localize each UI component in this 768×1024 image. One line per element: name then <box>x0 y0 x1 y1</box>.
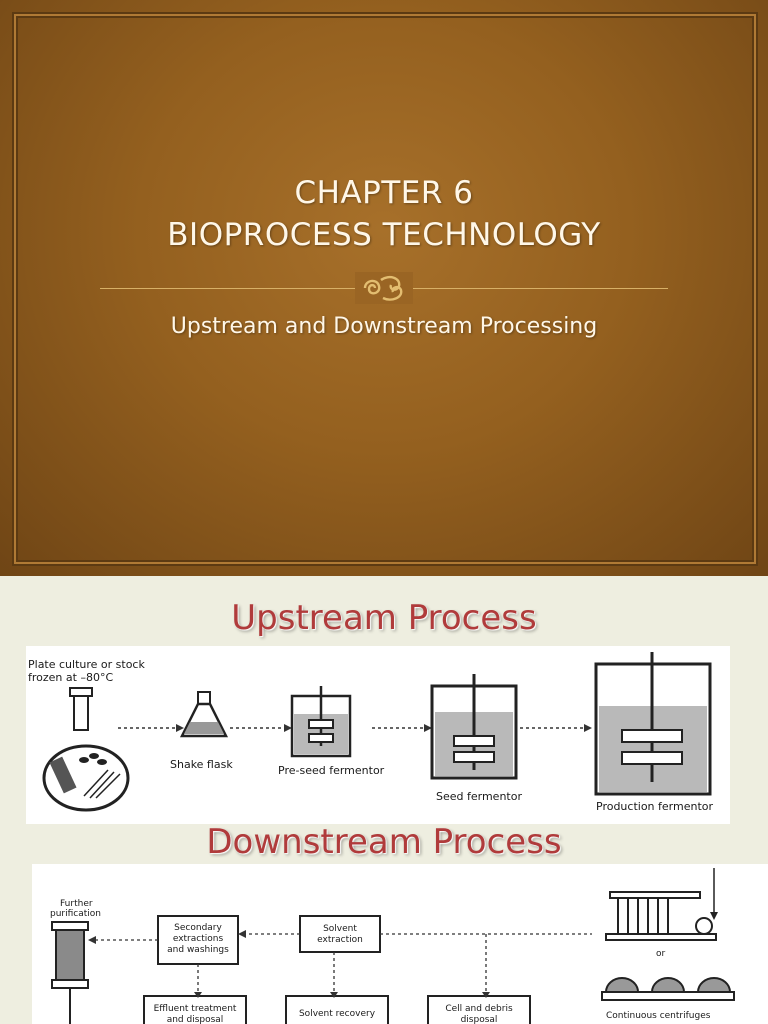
process-slide: Upstream Process Plate culture or stock … <box>0 576 768 1024</box>
label-seed-fermentor: Seed fermentor <box>436 790 522 803</box>
petri-dish-icon <box>42 744 130 812</box>
effluent-treatment-box: Effluent treatment and disposal <box>143 995 247 1024</box>
label-purification: purification <box>50 909 101 919</box>
svg-text:Solvent recovery: Solvent recovery <box>299 1009 376 1019</box>
downstream-heading: Downstream Process <box>206 822 562 862</box>
shake-flask-icon <box>179 691 229 738</box>
title-slide: CHAPTER 6 BIOPROCESS TECHNOLOGY Upstream… <box>0 0 768 576</box>
svg-text:and disposal: and disposal <box>167 1015 224 1024</box>
svg-text:Secondary: Secondary <box>174 923 222 933</box>
label-further: Further <box>60 899 93 909</box>
title-line-chapter: CHAPTER 6 <box>294 175 474 211</box>
label-or: or <box>656 949 666 959</box>
label-frozen: frozen at –80°C <box>28 671 113 684</box>
stock-vial-icon <box>69 687 93 731</box>
label-production-fermentor: Production fermentor <box>596 800 713 813</box>
slide-title: CHAPTER 6 BIOPROCESS TECHNOLOGY <box>0 172 768 256</box>
svg-text:Cell and debris: Cell and debris <box>445 1004 513 1014</box>
title-line-topic: BIOPROCESS TECHNOLOGY <box>167 217 601 253</box>
svg-text:extraction: extraction <box>317 935 363 945</box>
upstream-diagram: Plate culture or stock frozen at –80°C <box>26 646 730 824</box>
ornament <box>355 272 413 304</box>
svg-text:and washings: and washings <box>167 945 229 955</box>
continuous-centrifuges-icon <box>601 977 735 1001</box>
seed-fermentor-icon <box>430 674 518 780</box>
upstream-heading: Upstream Process <box>231 598 537 638</box>
svg-text:extractions: extractions <box>173 934 224 944</box>
svg-text:Effluent treatment: Effluent treatment <box>154 1004 237 1014</box>
slide-subtitle: Upstream and Downstream Processing <box>170 314 598 339</box>
cell-debris-box: Cell and debris disposal <box>427 995 531 1024</box>
downstream-diagram: Further purification Secondary extractio… <box>32 864 768 1024</box>
label-plate-culture: Plate culture or stock <box>28 658 145 671</box>
label-shake-flask: Shake flask <box>170 758 233 771</box>
solvent-extraction-box: Solvent extraction <box>299 915 381 953</box>
downstream-flow-lines <box>96 933 592 992</box>
solvent-recovery-box: Solvent recovery <box>285 995 389 1024</box>
pre-seed-fermentor-icon <box>290 686 352 758</box>
purification-column-icon <box>51 921 89 1024</box>
svg-text:disposal: disposal <box>461 1015 498 1024</box>
secondary-extractions-box: Secondary extractions and washings <box>157 915 239 965</box>
flourish-icon <box>363 275 403 301</box>
svg-text:Solvent: Solvent <box>323 924 357 934</box>
label-continuous-centrifuges: Continuous centrifuges <box>606 1011 711 1021</box>
centrifuge-rack-icon <box>605 868 718 941</box>
production-fermentor-icon <box>594 652 712 796</box>
label-pre-seed-fermentor: Pre-seed fermentor <box>278 764 385 777</box>
